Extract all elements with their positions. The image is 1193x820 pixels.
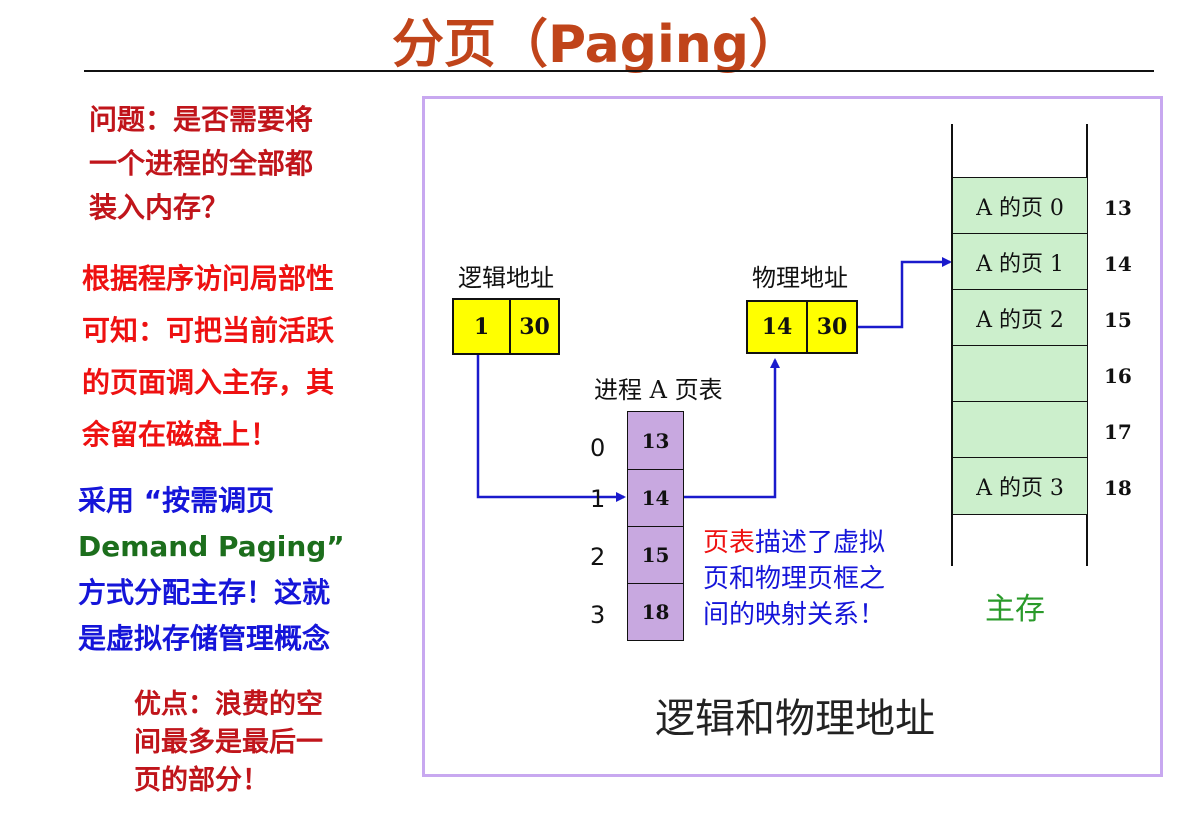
page-table-entry: 18	[627, 583, 684, 641]
frame-number: 13	[1104, 196, 1132, 220]
page-title: 分页（Paging）	[391, 15, 802, 75]
table-to-physical-arrow	[684, 358, 780, 499]
physical-frame-number: 14	[748, 302, 808, 352]
diagram-caption: 逻辑和物理地址	[655, 696, 935, 742]
logical-offset: 30	[519, 313, 550, 340]
memory-frame: A 的页 1	[952, 233, 1088, 291]
description-text: 描述了虚拟 页和物理页框之 间的映射关系！	[703, 528, 886, 630]
physical-offset: 30	[816, 314, 848, 340]
demand-line-1: 采用 “按需调页	[78, 484, 275, 517]
page-index: 2	[590, 543, 606, 571]
memory-frame: A 的页 2	[952, 289, 1088, 347]
memory-frame	[952, 345, 1088, 403]
demand-line-2: Demand Paging”	[78, 530, 345, 563]
question-text: 问题：是否需要将 一个进程的全部都 装入内存？	[89, 103, 314, 224]
frame-number: 18	[1104, 476, 1132, 500]
diagram-frame	[422, 96, 1163, 777]
advantage-text: 优点：浪费的空 间最多是最后一 页的部分！	[134, 689, 323, 796]
frame-number: 17	[1104, 420, 1132, 444]
description-highlight: 页表	[703, 528, 756, 558]
logical-to-table-arrow	[476, 354, 626, 502]
memory-frame: A 的页 0	[952, 177, 1088, 235]
locality-text: 根据程序访问局部性 可知：可把当前活跃 的页面调入主存，其 余留在磁盘上！	[82, 262, 335, 451]
demand-line-3: 方式分配主存！这就 是虚拟存储管理概念	[78, 576, 331, 655]
physical-to-memory-arrow	[857, 257, 952, 329]
frame-number: 15	[1104, 308, 1132, 332]
page-table-entry: 15	[627, 526, 684, 584]
frame-number: 16	[1104, 364, 1132, 388]
page-table-label: 进程 A 页表	[594, 376, 723, 404]
logical-page-number: 1	[454, 300, 511, 353]
page-index: 1	[590, 485, 606, 513]
main-memory-label: 主存	[985, 592, 1045, 627]
memory-frame: A 的页 3	[952, 457, 1088, 515]
page-table-description: 页表描述了虚拟 页和物理页框之 间的映射关系！	[703, 525, 885, 633]
physical-address-box: 14 30	[746, 300, 858, 354]
demand-paging-text: 采用 “按需调页 Demand Paging” 方式分配主存！这就 是虚拟存储管…	[78, 478, 345, 662]
physical-address-label: 物理地址	[752, 264, 848, 292]
page-table-entry: 14	[627, 469, 684, 527]
page-table: 13 14 15 18	[627, 411, 684, 641]
logical-address-box: 1 30	[452, 298, 560, 355]
main-memory-stack: A 的页 0 A 的页 1 A 的页 2 A 的页 3	[952, 177, 1088, 515]
logical-address-label: 逻辑地址	[458, 264, 554, 292]
frame-number: 14	[1104, 252, 1132, 276]
page-index: 0	[590, 434, 606, 462]
title-divider	[84, 70, 1154, 72]
page-index: 3	[590, 601, 606, 629]
memory-frame	[952, 401, 1088, 459]
page-table-entry: 13	[627, 411, 684, 470]
